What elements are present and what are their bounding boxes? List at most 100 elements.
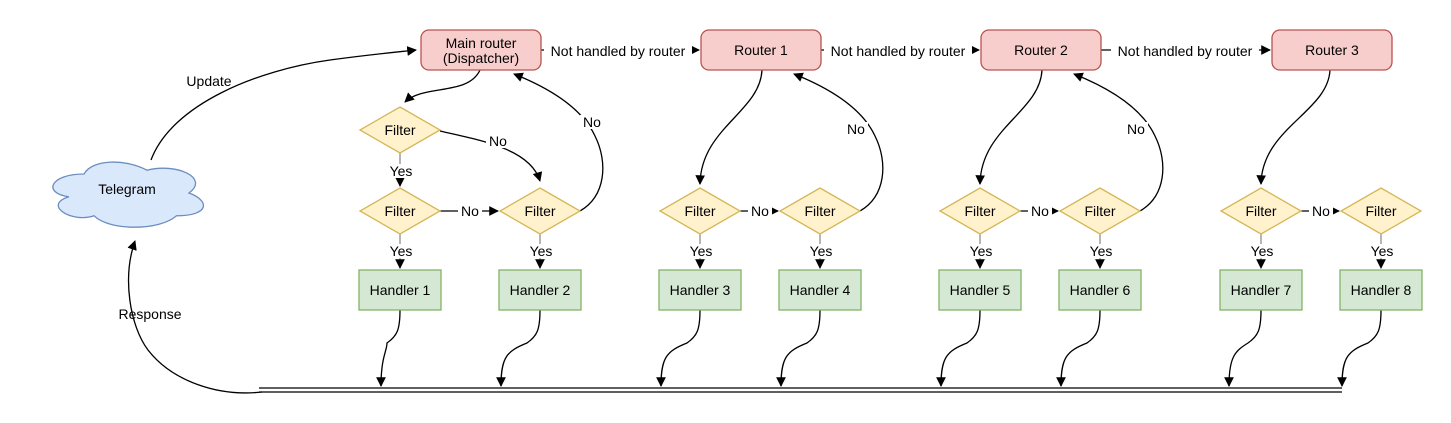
no-label-between-3: No bbox=[1028, 203, 1052, 219]
handler-3-to-bus-edge bbox=[656, 309, 701, 387]
router1-return-no-edge bbox=[793, 72, 884, 212]
no-label-router2-return: No bbox=[1124, 121, 1148, 137]
main-filter-left-node bbox=[358, 187, 442, 235]
handler-4-node bbox=[778, 269, 862, 311]
handler-2-label: Handler 2 bbox=[510, 282, 571, 298]
svg-text:Not handled by router: Not handled by router bbox=[551, 43, 686, 59]
handler-2-node bbox=[498, 269, 582, 311]
yes-label-7: Yes bbox=[1248, 243, 1276, 259]
svg-text:Yes: Yes bbox=[1371, 243, 1394, 259]
main-filter-right-node bbox=[498, 187, 582, 235]
handler-8-to-bus-edge bbox=[1337, 309, 1382, 387]
not-handled-label-2: Not handled by router bbox=[824, 43, 972, 59]
router2-to-filter-edge bbox=[975, 69, 1043, 185]
handler-4-to-bus-edge bbox=[776, 309, 821, 387]
response-label: Response bbox=[118, 306, 181, 322]
router-3-label: Router 3 bbox=[1305, 42, 1359, 58]
yes-label-6: Yes bbox=[1087, 243, 1115, 259]
yes-label-1: Yes bbox=[387, 243, 415, 259]
svg-text:Yes: Yes bbox=[810, 243, 833, 259]
yes-label-8: Yes bbox=[1368, 243, 1396, 259]
svg-text:Not handled by router: Not handled by router bbox=[1118, 43, 1253, 59]
router3-to-filter-edge bbox=[1256, 69, 1331, 185]
handler-5-label: Handler 5 bbox=[950, 282, 1011, 298]
router2-filter-right-node bbox=[1058, 187, 1142, 235]
handler-6-node bbox=[1058, 269, 1142, 311]
handler-5-node bbox=[938, 269, 1022, 311]
handler-8-label: Handler 8 bbox=[1351, 282, 1412, 298]
svg-text:Yes: Yes bbox=[1090, 243, 1113, 259]
router2-filter-left-node bbox=[938, 187, 1022, 235]
handler-7-node bbox=[1219, 269, 1303, 311]
svg-text:No: No bbox=[1031, 203, 1049, 219]
no-label-router1-return: No bbox=[844, 121, 868, 137]
telegram-label: Telegram bbox=[98, 181, 156, 197]
no-label-between-2: No bbox=[748, 203, 772, 219]
router1-filter-left-node bbox=[658, 187, 742, 235]
router-2-label: Router 2 bbox=[1014, 42, 1068, 58]
router1-to-filter-edge bbox=[695, 69, 763, 185]
no-label-between-1: No bbox=[458, 203, 482, 219]
router1-filter-right-node bbox=[778, 187, 862, 235]
main-router-return-no-edge bbox=[513, 72, 604, 212]
yes-label-5: Yes bbox=[967, 243, 995, 259]
handler-1-node bbox=[358, 269, 442, 311]
svg-text:No: No bbox=[489, 133, 507, 149]
router3-filter-right-node bbox=[1339, 187, 1423, 235]
svg-text:Yes: Yes bbox=[970, 243, 993, 259]
handler-7-to-bus-edge bbox=[1224, 309, 1262, 387]
main-router-to-filter-edge bbox=[404, 69, 481, 103]
main-filter-right-label: Filter bbox=[524, 203, 555, 219]
no-label-between-4: No bbox=[1309, 203, 1333, 219]
handler-4-label: Handler 4 bbox=[790, 282, 851, 298]
router1-filter-left-label: Filter bbox=[684, 203, 715, 219]
yes-label-top-filter: Yes bbox=[387, 163, 415, 179]
main-router-label-line2: (Dispatcher) bbox=[443, 50, 519, 66]
svg-text:No: No bbox=[1312, 203, 1330, 219]
handler-1-to-bus-edge bbox=[376, 309, 401, 387]
main-filter-left-label: Filter bbox=[384, 203, 415, 219]
update-edge bbox=[150, 46, 417, 161]
svg-text:Not handled by router: Not handled by router bbox=[831, 43, 966, 59]
router3-filter-left-node bbox=[1219, 187, 1303, 235]
svg-text:No: No bbox=[583, 114, 601, 130]
svg-text:Yes: Yes bbox=[390, 243, 413, 259]
router-2-node bbox=[980, 29, 1102, 71]
router-1-node bbox=[700, 29, 822, 71]
router-1-label: Router 1 bbox=[734, 42, 788, 58]
svg-text:No: No bbox=[461, 203, 479, 219]
response-edge bbox=[127, 240, 263, 394]
svg-text:No: No bbox=[1127, 121, 1145, 137]
handler-3-node bbox=[658, 269, 742, 311]
yes-label-3: Yes bbox=[687, 243, 715, 259]
handler-6-to-bus-edge bbox=[1056, 309, 1101, 387]
handler-3-label: Handler 3 bbox=[670, 282, 731, 298]
svg-text:No: No bbox=[847, 121, 865, 137]
not-handled-label-3: Not handled by router bbox=[1111, 43, 1259, 59]
router2-filter-left-label: Filter bbox=[964, 203, 995, 219]
main-router-label-line1: Main router bbox=[446, 35, 517, 51]
svg-text:Yes: Yes bbox=[390, 163, 413, 179]
router2-filter-right-label: Filter bbox=[1084, 203, 1115, 219]
handler-6-label: Handler 6 bbox=[1070, 282, 1131, 298]
no-label-top-filter: No bbox=[486, 133, 510, 149]
handler-5-to-bus-edge bbox=[936, 309, 981, 387]
not-handled-label-1: Not handled by router bbox=[544, 43, 692, 59]
router3-filter-left-label: Filter bbox=[1245, 203, 1276, 219]
handler-7-label: Handler 7 bbox=[1231, 282, 1292, 298]
telegram-cloud-shape bbox=[52, 161, 205, 228]
main-filter-top-label: Filter bbox=[384, 122, 415, 138]
svg-text:Yes: Yes bbox=[690, 243, 713, 259]
router1-filter-right-label: Filter bbox=[804, 203, 835, 219]
main-filter-top-node bbox=[358, 106, 442, 154]
yes-label-2: Yes bbox=[527, 243, 555, 259]
update-label: Update bbox=[186, 73, 231, 89]
no-label-main-return: No bbox=[580, 114, 604, 130]
svg-text:No: No bbox=[751, 203, 769, 219]
handler-1-label: Handler 1 bbox=[370, 282, 431, 298]
handler-8-node bbox=[1339, 269, 1423, 311]
svg-text:Yes: Yes bbox=[1251, 243, 1274, 259]
router3-filter-right-label: Filter bbox=[1365, 203, 1396, 219]
main-router-node bbox=[420, 29, 542, 71]
